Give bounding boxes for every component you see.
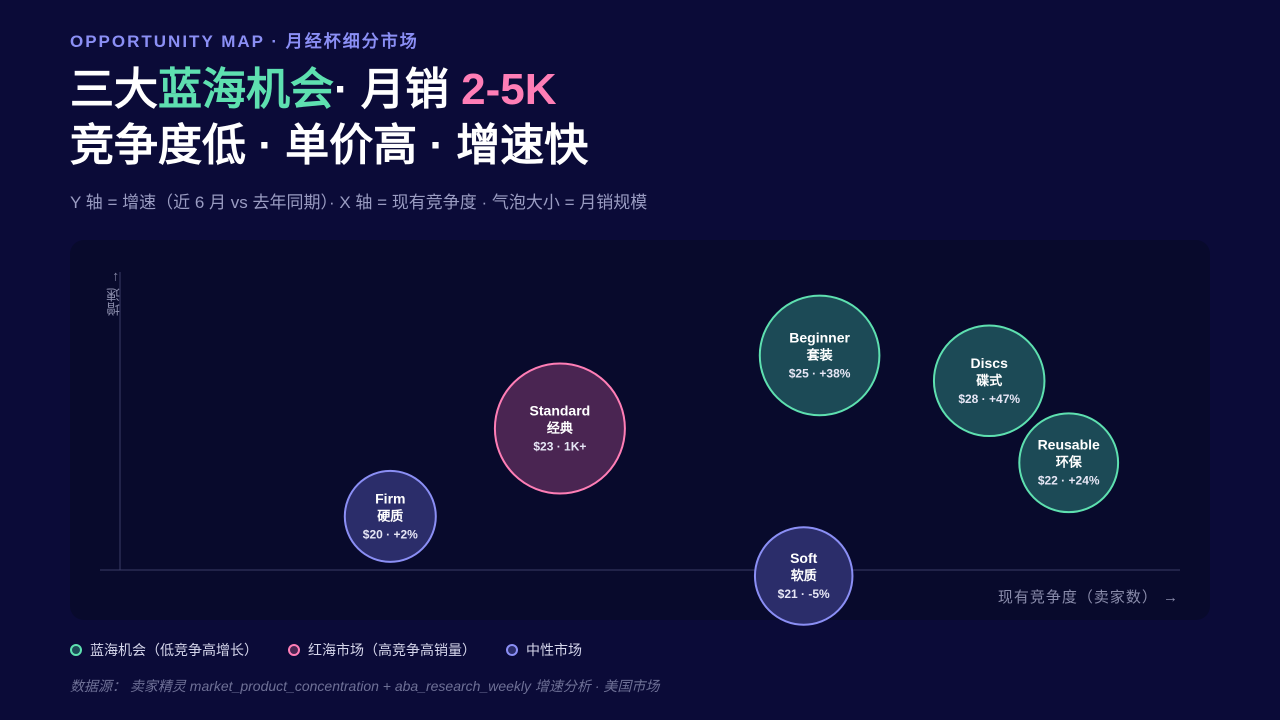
legend-label: 中性市场 (526, 642, 582, 658)
bubble-meta-label: $28 · +47% (958, 392, 1020, 406)
legend: 蓝海机会（低竞争高增长） 红海市场（高竞争高销量） 中性市场 (70, 640, 582, 660)
title-highlight-sales: 2-5K (461, 65, 557, 114)
y-axis-label: 增速 → (105, 270, 121, 316)
bubble-circle (1018, 412, 1120, 514)
bubble-circle (493, 362, 626, 495)
bubble-name-label: Discs (971, 355, 1009, 371)
bubble-meta-label: $21 · -5% (778, 587, 830, 601)
bubble-firm: Firm 硬质 $20 · +2% (343, 469, 437, 563)
legend-item-blue-ocean: 蓝海机会（低竞争高增长） (70, 640, 258, 660)
bubble-name-label: Soft (790, 550, 818, 566)
bubble-meta-label: $20 · +2% (363, 527, 418, 541)
chart-panel (70, 240, 1210, 620)
bubble-name-label: Reusable (1038, 437, 1100, 453)
bubble-circle (758, 294, 881, 417)
legend-swatch (288, 644, 300, 656)
legend-item-neutral: 中性市场 (506, 640, 582, 660)
title-part: · 月销 (334, 65, 462, 114)
bubble-cn-label: 环保 (1056, 455, 1083, 470)
eyebrow-label: OPPORTUNITY MAP · 月经杯细分市场 (70, 32, 419, 51)
bubble-cn-label: 硬质 (377, 508, 403, 523)
bubble-reusable: Reusable 环保 $22 · +24% (1018, 412, 1120, 514)
bubble-name-label: Standard (530, 402, 591, 418)
bubble-standard: Standard 经典 $23 · 1K+ (493, 362, 626, 495)
data-source-note: 数据源： 卖家精灵 market_product_concentration +… (70, 678, 660, 694)
bubble-soft: Soft 软质 $21 · -5% (753, 526, 854, 626)
bubble-meta-label: $22 · +24% (1038, 474, 1100, 488)
bubble-cn-label: 软质 (791, 568, 817, 583)
bubble-circle (753, 526, 854, 626)
bubble-name-label: Firm (375, 490, 405, 506)
legend-swatch (506, 644, 518, 656)
legend-item-red-ocean: 红海市场（高竞争高销量） (288, 640, 476, 660)
bubble-circle (343, 469, 437, 563)
bubble-cn-label: 经典 (547, 420, 573, 435)
bubble-discs: Discs 碟式 $28 · +47% (932, 324, 1046, 438)
title-line-2: 竞争度低 · 单价高 · 增速快 (70, 121, 589, 170)
legend-swatch (70, 644, 82, 656)
page-title: 三大蓝海机会· 月销 2-5K 竞争度低 · 单价高 · 增速快 (70, 62, 588, 174)
bubble-meta-label: $25 · +38% (789, 366, 851, 380)
title-line-1: 三大蓝海机会· 月销 2-5K (70, 62, 588, 118)
title-part: 三大 (70, 65, 158, 114)
bubble-name-label: Beginner (789, 329, 850, 345)
subtitle: Y 轴 = 增速（近 6 月 vs 去年同期）· X 轴 = 现有竞争度 · 气… (70, 193, 648, 212)
legend-label: 红海市场（高竞争高销量） (308, 642, 476, 658)
bubble-beginner: Beginner 套装 $25 · +38% (758, 294, 881, 417)
title-highlight-blue-ocean: 蓝海机会 (158, 65, 334, 114)
bubble-cn-label: 套装 (806, 347, 833, 362)
x-axis-label: 现有竞争度（卖家数） → (997, 589, 1179, 606)
bubble-meta-label: $23 · 1K+ (533, 439, 586, 453)
bubble-circle (932, 324, 1046, 438)
bubble-cn-label: 碟式 (976, 373, 1002, 388)
legend-label: 蓝海机会（低竞争高增长） (90, 642, 258, 658)
